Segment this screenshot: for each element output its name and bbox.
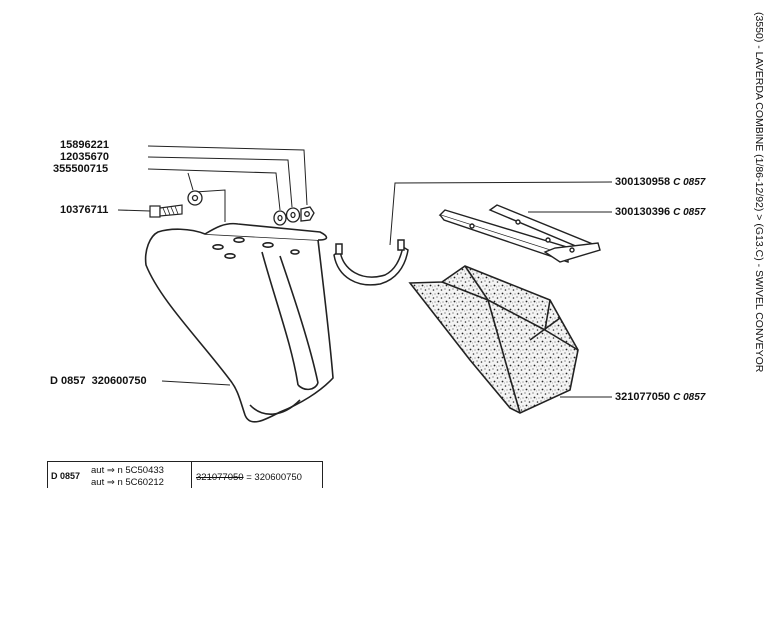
label-300130958[interactable]: 300130958 C 0857	[615, 176, 705, 189]
note-old-part: 321077050	[196, 472, 244, 483]
label-320600750-code: D 0857	[50, 375, 86, 387]
conveyor-housing	[408, 265, 579, 414]
note-row-1-prefix: aut ⇒ n	[91, 465, 123, 476]
label-321077050[interactable]: 321077050 C 0857	[615, 391, 705, 404]
note-equals: =	[246, 472, 252, 483]
label-10376711[interactable]: 10376711	[60, 204, 109, 216]
serial-note-box: D 0857 aut ⇒ n 5C50433 aut ⇒ n 5C60212 3…	[47, 461, 323, 488]
bolt	[149, 204, 183, 218]
conveyor-chute	[144, 222, 334, 423]
label-12035670[interactable]: 12035670	[60, 151, 109, 163]
note-row-2-prefix: aut ⇒ n	[91, 477, 123, 488]
label-320600750-number: 320600750	[91, 375, 147, 387]
note-row-2: aut ⇒ n 5C60212	[91, 477, 164, 488]
label-320600750[interactable]: D 0857 320600750	[50, 375, 147, 387]
leader-lines-right	[389, 181, 613, 398]
label-300130396-number: 300130396	[615, 206, 671, 218]
label-355500715[interactable]: 355500715	[53, 163, 109, 175]
washer-nut-group	[187, 190, 315, 226]
label-321077050-number: 321077050	[615, 391, 671, 403]
label-15896221[interactable]: 15896221	[60, 139, 109, 151]
note-row-1: aut ⇒ n 5C50433	[91, 465, 164, 476]
bracket-bar	[438, 204, 601, 263]
label-321077050-code: C 0857	[673, 392, 706, 403]
label-300130396[interactable]: 300130396 C 0857	[615, 206, 705, 219]
note-new-part: 320600750	[254, 472, 302, 483]
label-300130396-code: C 0857	[673, 207, 706, 218]
page-title: (3550) - LAVERDA COMBINE (1/86-12/92) > …	[753, 12, 765, 373]
label-300130958-code: C 0857	[673, 177, 706, 188]
note-divider	[191, 462, 192, 488]
note-code: D 0857	[51, 471, 81, 481]
note-replacement: 321077050 = 320600750	[196, 472, 302, 483]
leader-lines-left	[117, 145, 308, 386]
curved-strap	[333, 239, 409, 286]
note-row-1-serial: 5C50433	[125, 465, 164, 476]
note-row-2-serial: 5C60212	[125, 477, 164, 488]
label-300130958-number: 300130958	[615, 176, 671, 188]
